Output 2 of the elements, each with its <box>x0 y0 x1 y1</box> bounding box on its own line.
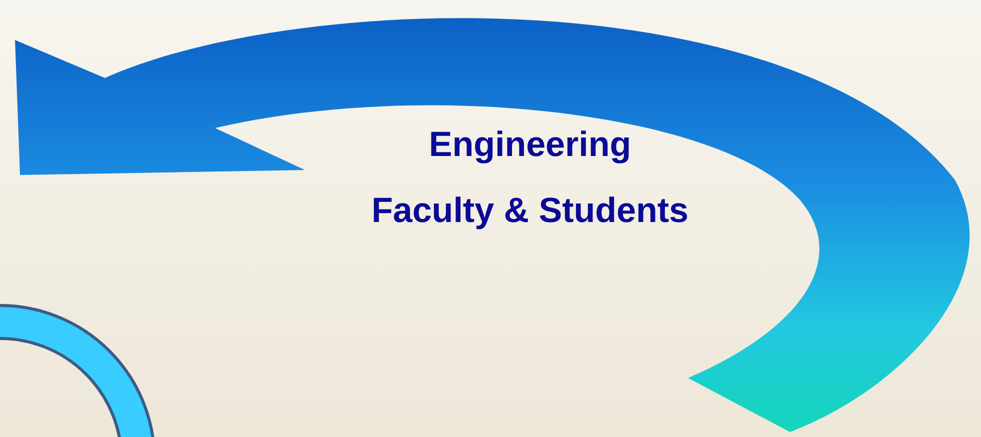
caption-text: Engineering <box>428 124 632 166</box>
caption-text: Faculty & Students <box>372 190 688 232</box>
